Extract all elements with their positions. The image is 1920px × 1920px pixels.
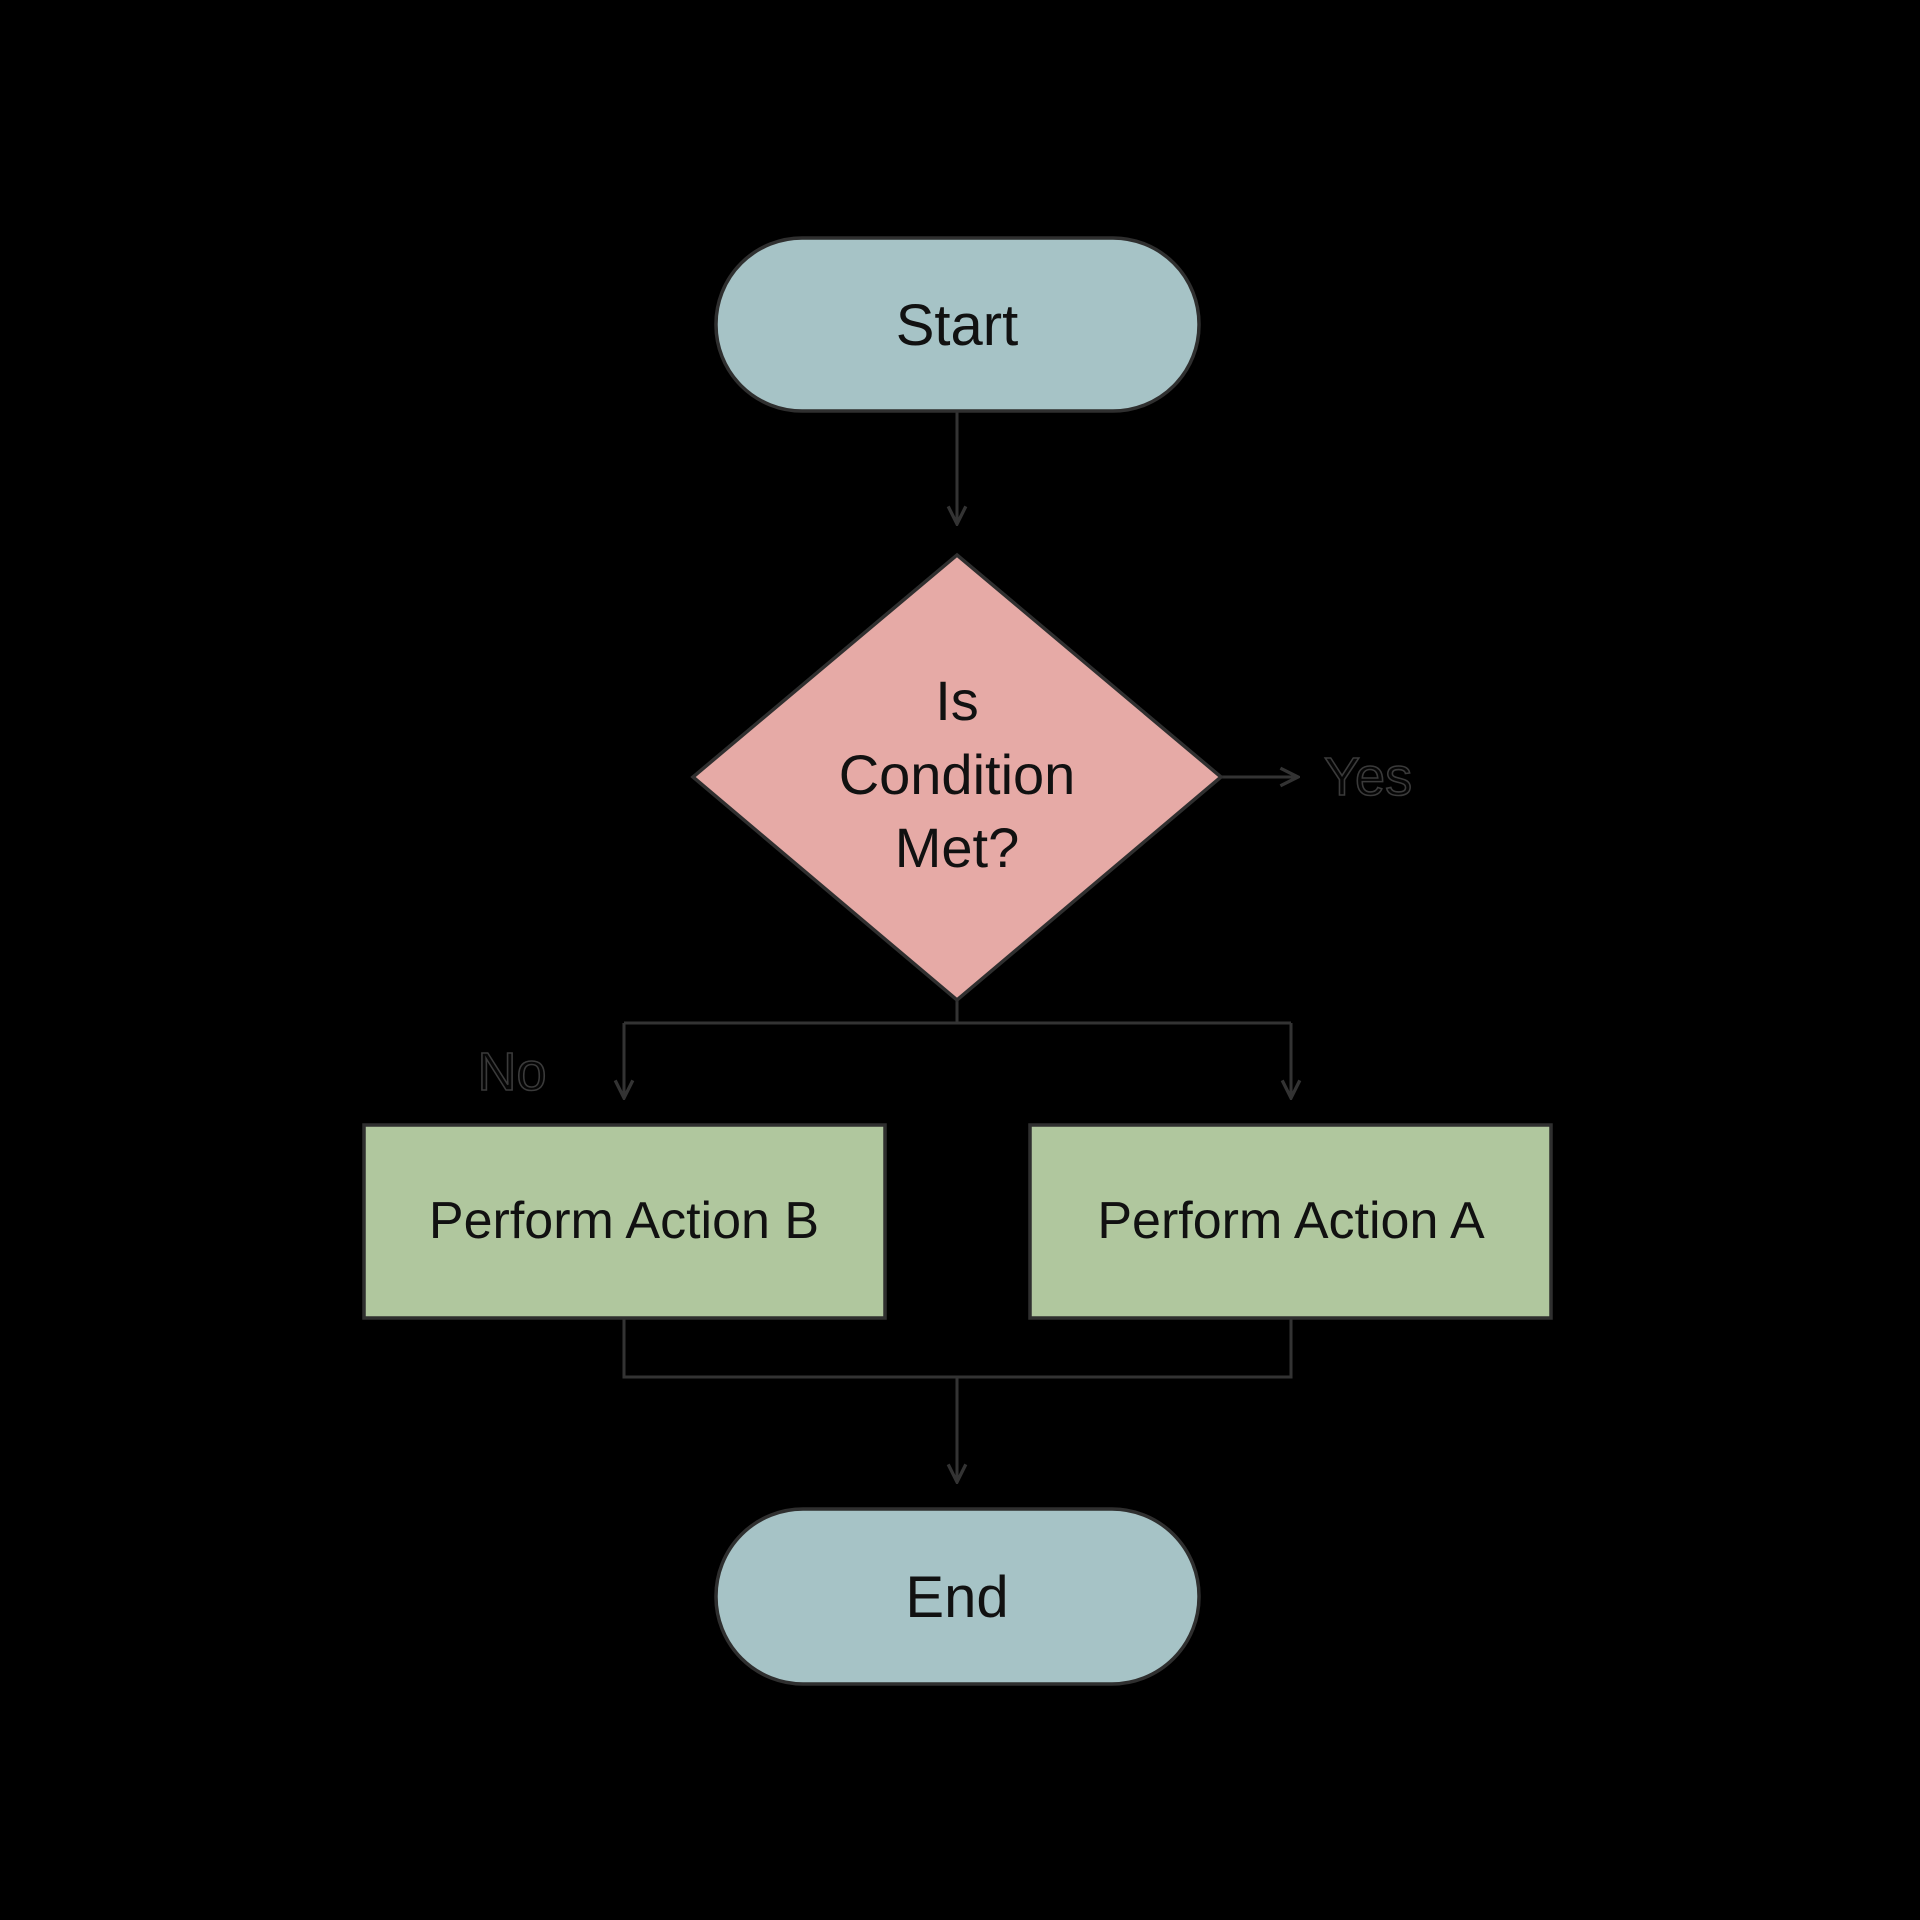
action-a-label: Perform Action A	[1097, 1192, 1485, 1250]
decision-diamond-shape	[690, 552, 1224, 1003]
start-terminal-shape	[714, 236, 1201, 413]
start-node: Start	[714, 236, 1201, 413]
action-b-process-shape	[362, 1123, 887, 1320]
decision-label-line-2: Condition	[839, 743, 1076, 806]
end-label: End	[905, 1565, 1008, 1630]
end-terminal-shape	[714, 1507, 1201, 1686]
yes-edge-label: Yes	[1324, 747, 1412, 807]
start-label: Start	[896, 293, 1019, 358]
action-b-label: Perform Action B	[429, 1192, 819, 1250]
decision-label-line-3: Met?	[895, 816, 1020, 879]
decision-node: Is Condition Met?	[690, 552, 1224, 1003]
no-edge-label: No	[477, 1042, 546, 1102]
action-a-process-shape	[1028, 1123, 1553, 1320]
connectors	[624, 412, 1298, 1482]
connector-merge	[622, 1318, 1293, 1379]
action-a-node: Perform Action A	[1028, 1123, 1553, 1320]
end-node: End	[714, 1507, 1201, 1686]
decision-label-line-1: Is	[935, 669, 979, 732]
action-b-node: Perform Action B	[362, 1123, 887, 1320]
